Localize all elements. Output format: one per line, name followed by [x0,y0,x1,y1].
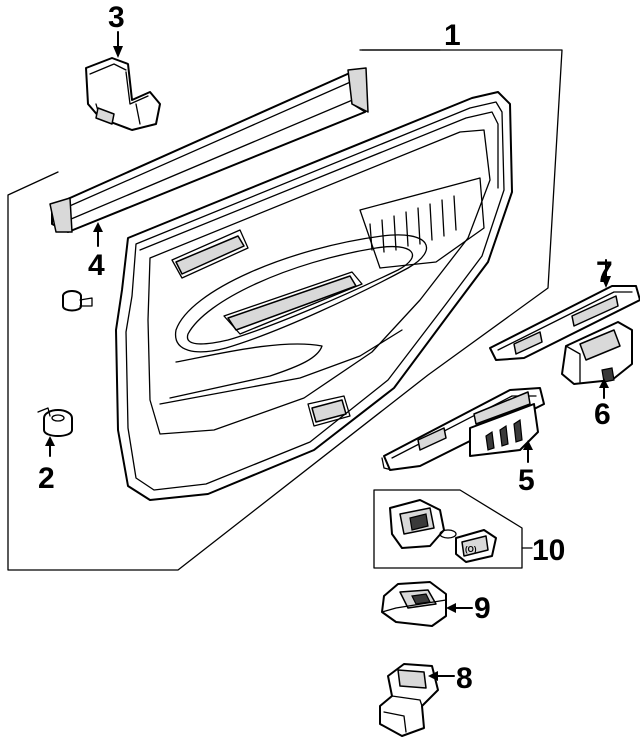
assembly-boundary [7,49,563,571]
switch-group-10: (O) [373,489,533,569]
switch-lettering: (O) [465,545,477,554]
retainer-bracket [85,57,161,131]
door-trim-panel [115,91,513,501]
weatherstrip-molding [49,67,369,233]
callout-arrow-5 [523,440,533,463]
callout-arrow-7 [601,259,611,288]
master-switch-bezel [381,387,545,471]
callout-3: 3 [108,1,125,34]
callout-arrow-4 [93,222,103,247]
callout-10: 10 [532,534,565,567]
callout-arrow-3 [113,31,123,58]
lock-switch-9 [381,581,447,627]
callout-8: 8 [456,662,473,695]
callout-5: 5 [518,464,535,497]
callout-arrow-6 [599,378,609,399]
bracket-8 [379,663,439,737]
callout-2: 2 [38,462,55,495]
rear-switch-bezel [489,285,640,361]
callout-arrow-8 [428,671,455,681]
push-clip-lower [37,407,73,437]
callout-4: 4 [88,249,105,282]
push-clip-upper [62,290,93,312]
callout-arrow-2 [45,436,55,457]
callout-6: 6 [594,398,611,431]
callout-9: 9 [474,592,491,625]
rear-window-switch [561,321,633,385]
callout-arrow-9 [446,603,473,613]
callout-7: 7 [596,256,613,289]
callout-1: 1 [444,19,461,52]
